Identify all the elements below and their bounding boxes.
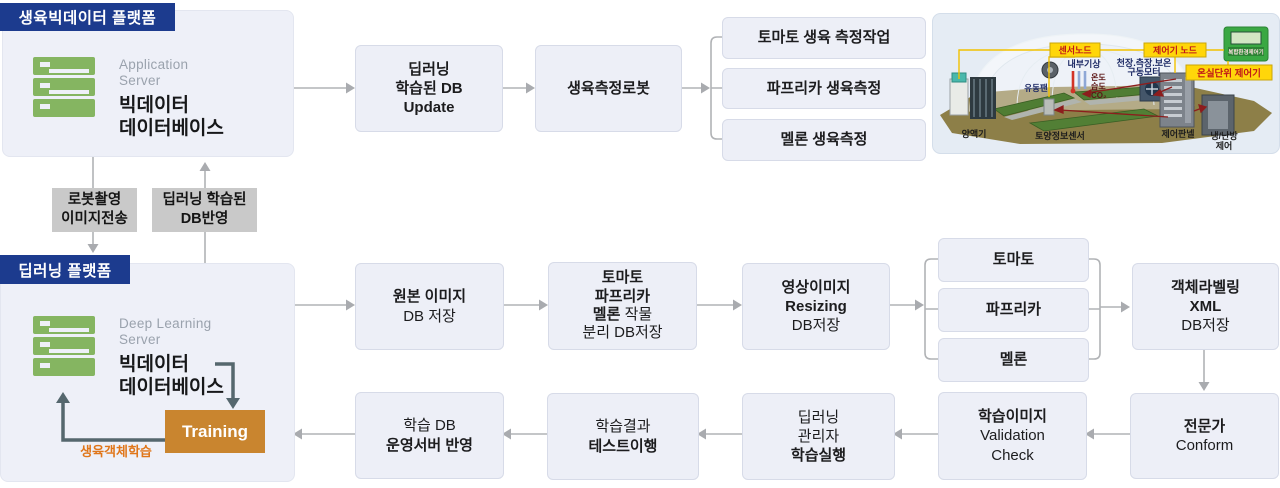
flow-line: 딥러닝 xyxy=(797,408,840,426)
bigdata-server-block: Application Server 빅데이터 데이터베이스 xyxy=(33,57,224,140)
flow-line: Resizing xyxy=(785,297,847,315)
flow-line: Check xyxy=(991,446,1034,464)
co2-label: CO₂ xyxy=(1091,91,1107,100)
flow-line: 영상이미지 xyxy=(781,278,851,296)
flow-line: 딥러닝 xyxy=(408,60,450,78)
task-box-melon: 멜론 생육측정 xyxy=(722,119,926,161)
flow-line: 토마토 xyxy=(992,251,1035,269)
server-db-line: 데이터베이스 xyxy=(119,377,224,399)
flow-line: 토마토 생육 측정작업 xyxy=(757,29,891,47)
tag-line: DB반영 xyxy=(180,211,229,227)
flow-box-db-update: 딥러닝 학습된 DB Update xyxy=(355,45,503,132)
flow-line: Conform xyxy=(1175,437,1234,454)
tag-trained-db-feedback: 딥러닝 학습된 DB반영 xyxy=(152,188,257,232)
flow-box-original-image: 원본 이미지 DB 저장 xyxy=(355,263,504,350)
flow-line-part: 작물 xyxy=(620,306,653,323)
flow-line: Validation xyxy=(980,427,1045,445)
crop-box-tomato: 토마토 xyxy=(938,238,1089,282)
panel-label: 제어판넬 xyxy=(1161,128,1194,139)
flow-box-test-run: 학습결과 테스트이행 xyxy=(547,393,699,480)
unit-controller-label: 온실단위 제어기 xyxy=(1197,68,1261,80)
training-box: Training xyxy=(165,410,265,453)
flow-box-training-exec: 딥러닝 관리자 학습실행 xyxy=(742,393,895,480)
server-role-line: Application xyxy=(119,57,189,72)
crop-box-paprika: 파프리카 xyxy=(938,288,1089,332)
flow-line: 분리 DB저장 xyxy=(582,324,663,342)
flow-line: 파프리카 xyxy=(985,301,1042,319)
server-role-line: Deep Learning xyxy=(119,316,212,331)
flow-box-crop-split: 토마토 파프리카 멜론 작물 분리 DB저장 xyxy=(548,262,697,350)
deep-platform-header: 딥러닝 플랫폼 xyxy=(0,255,130,284)
flow-line: 관리자 xyxy=(797,427,840,445)
flow-line: 학습실행 xyxy=(790,447,847,465)
fan-label: 유동팬 xyxy=(1024,83,1048,93)
flow-line: DB 저장 xyxy=(403,307,456,325)
flow-line: 학습결과 xyxy=(595,418,651,436)
flow-line: 파프리카 생육측정 xyxy=(766,79,882,97)
flow-line: 학습 DB xyxy=(403,417,456,435)
flow-line: 토마토 xyxy=(601,269,644,287)
flow-line: DB저장 xyxy=(791,317,841,335)
tag-line: 딥러닝 학습된 xyxy=(162,192,247,209)
server-db-line: 데이터베이스 xyxy=(119,118,224,140)
flow-line-part: 멜론 xyxy=(592,306,621,323)
flow-line: 파프리카 xyxy=(594,287,651,305)
server-role-line: Server xyxy=(119,72,161,88)
flow-box-deploy-db: 학습 DB 운영서버 반영 xyxy=(355,392,504,479)
flow-line: 객체라벨링 xyxy=(1170,278,1240,296)
flow-line: 생육측정로봇 xyxy=(567,79,650,97)
motor-label-line1: 천장.측장.보온 xyxy=(1117,57,1172,68)
flow-line: 멜론 작물 xyxy=(593,306,652,324)
flow-box-object-labeling: 객체라벨링 XML DB저장 xyxy=(1132,263,1279,350)
flow-line: 멜론 xyxy=(999,351,1028,369)
hvac-label-line1: 냉/난방 xyxy=(1210,130,1238,141)
greenhouse-photo: 복합환경제어기 센서노드 제어기 노드 xyxy=(932,13,1280,159)
crop-box-melon: 멜론 xyxy=(938,338,1089,382)
flow-line: 테스트이행 xyxy=(588,437,658,455)
server-role-line: Server xyxy=(119,331,161,347)
nutrient-label: 양액기 xyxy=(962,128,987,139)
tag-line: 로봇촬영 xyxy=(67,192,122,209)
growth-object-learning-label: 생육객체학습 xyxy=(80,444,152,459)
flow-box-growth-robot: 생육측정로봇 xyxy=(535,45,682,132)
temp-label: 온도 xyxy=(1091,73,1106,82)
hvac-label-line2: 제어 xyxy=(1216,140,1233,151)
flow-line: 원본 이미지 xyxy=(392,288,467,306)
soil-sensor-label: 토양정보센서 xyxy=(1035,130,1085,141)
tag-line: 이미지전송 xyxy=(61,211,128,227)
tag-robot-image-upload: 로봇촬영 이미지전송 xyxy=(52,188,137,232)
flow-line: 학습이미지 xyxy=(977,408,1047,426)
humidity-label: 습도 xyxy=(1091,81,1106,91)
flow-line: 전문가 xyxy=(1183,417,1226,435)
flow-line: 학습된 DB xyxy=(395,79,463,97)
flow-line: 멜론 생육측정 xyxy=(780,131,868,149)
server-icon xyxy=(33,57,95,117)
deep-server-block: Deep Learning Server 빅데이터 데이터베이스 xyxy=(33,316,224,399)
flow-box-resizing: 영상이미지 Resizing DB저장 xyxy=(742,263,890,350)
sensor-node-label: 센서노드 xyxy=(1058,45,1092,56)
server-icon xyxy=(33,316,95,376)
controller-node-label: 제어기 노드 xyxy=(1153,45,1198,56)
flow-line: DB저장 xyxy=(1181,317,1230,335)
server-db-line: 빅데이터 xyxy=(119,94,189,116)
device-label: 복합환경제어기 xyxy=(1228,48,1263,56)
motor-label-line2: 구동모터 xyxy=(1127,66,1160,77)
flow-line: Update xyxy=(403,99,455,117)
flow-line: 운영서버 반영 xyxy=(386,436,473,454)
flow-box-expert-conform: 전문가 Conform xyxy=(1130,393,1279,479)
bigdata-platform-header: 생육빅데이터 플랫폼 xyxy=(0,3,175,31)
flow-box-validation-check: 학습이미지 Validation Check xyxy=(938,392,1087,480)
task-box-paprika: 파프리카 생육측정 xyxy=(722,68,926,109)
flow-line: XML xyxy=(1189,297,1222,315)
server-db-line: 빅데이터 xyxy=(119,353,189,375)
inner-weather-label: 내부기상 xyxy=(1067,58,1101,69)
task-box-tomato: 토마토 생육 측정작업 xyxy=(722,17,926,59)
